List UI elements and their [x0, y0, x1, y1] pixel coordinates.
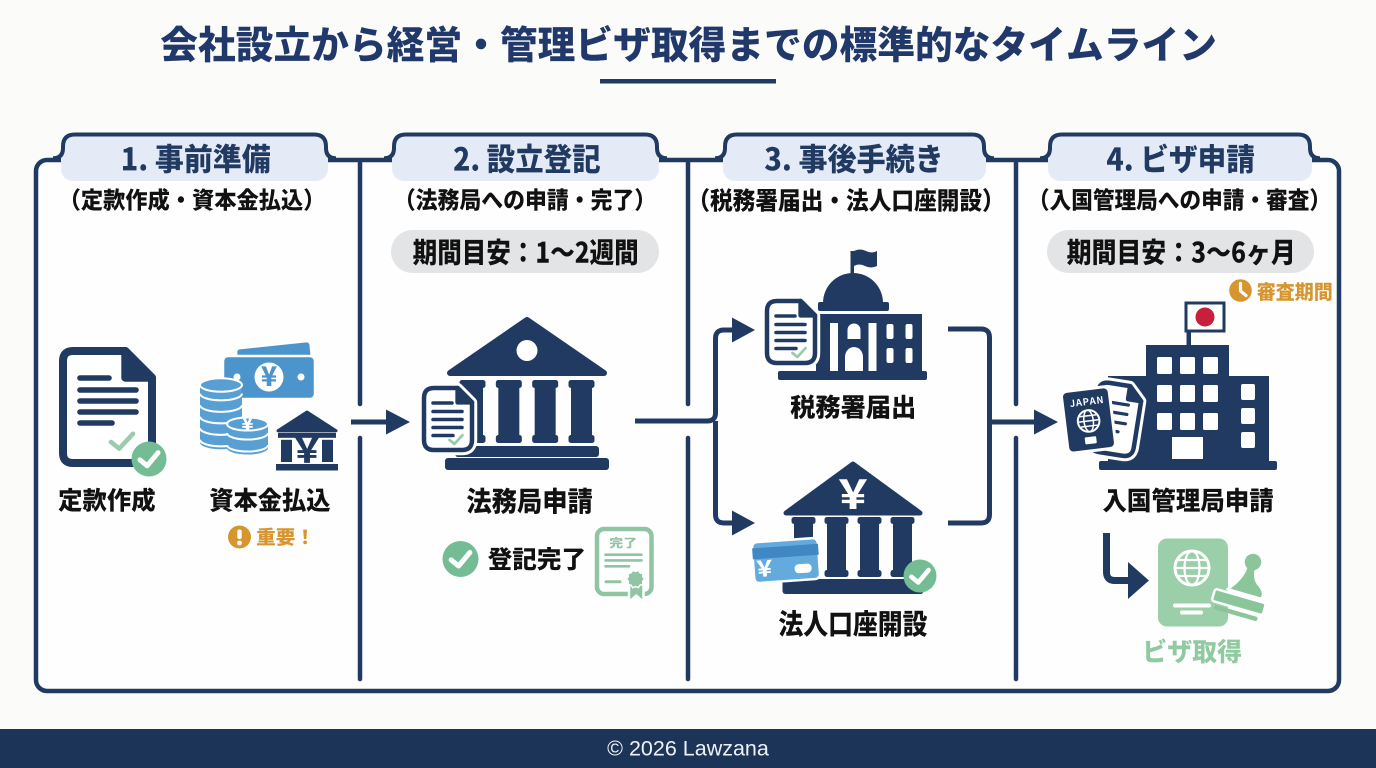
svg-text:© 2026 Lawzana: © 2026 Lawzana	[607, 737, 769, 761]
